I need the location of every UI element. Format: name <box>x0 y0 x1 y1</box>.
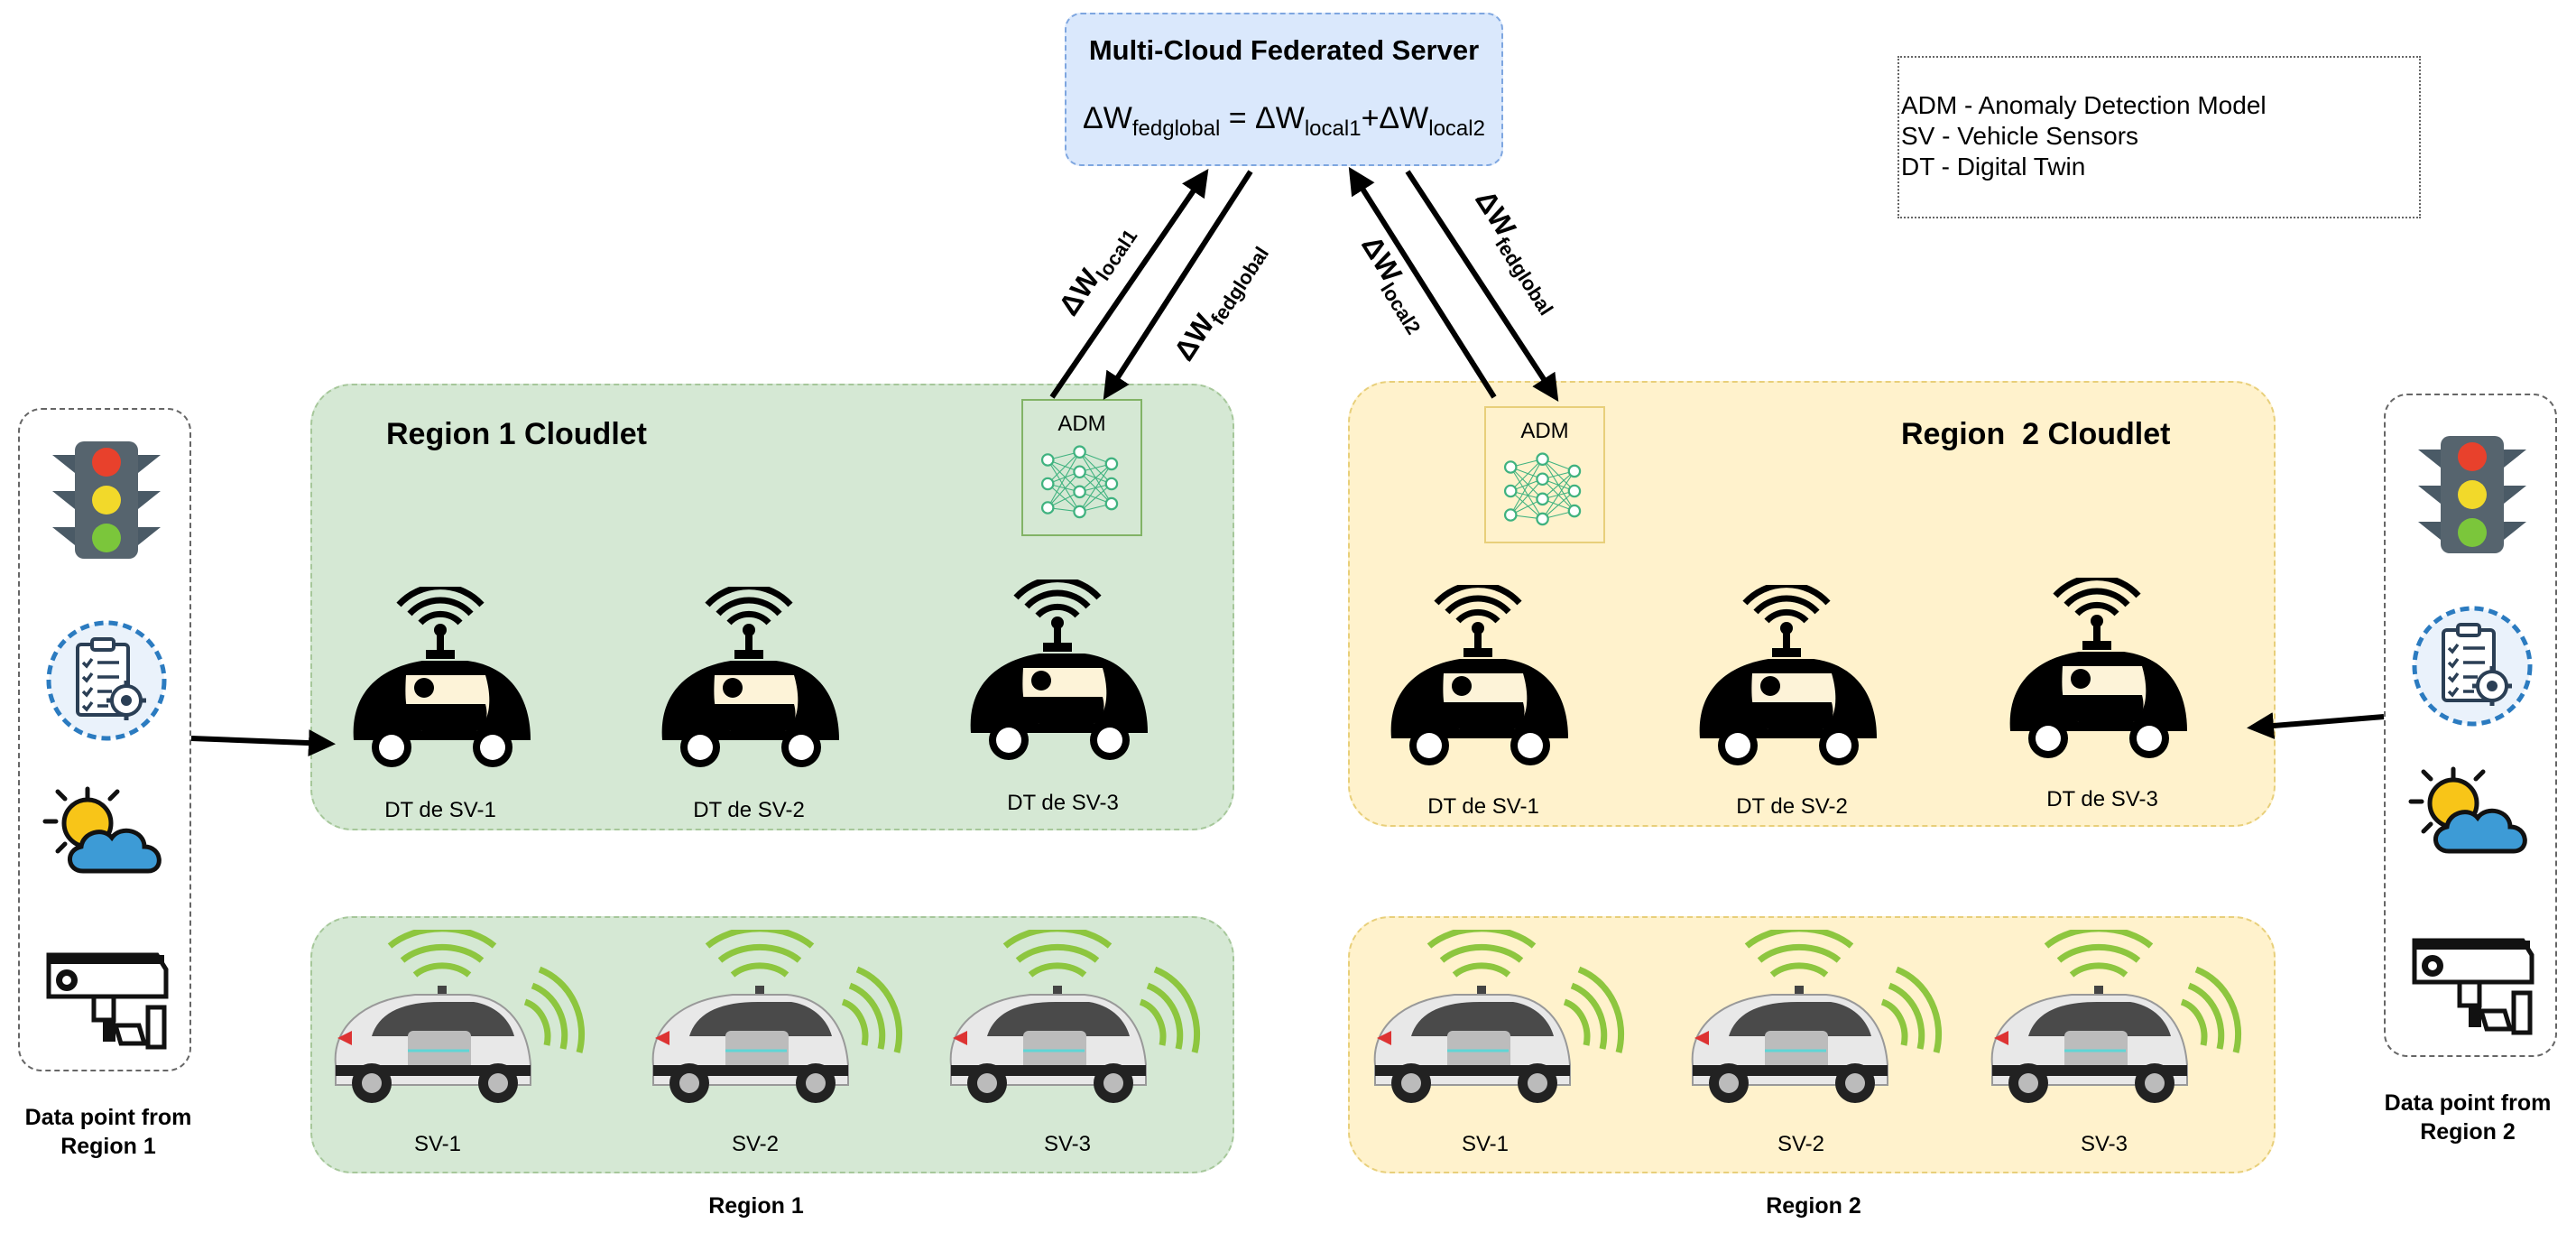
sv-label: SV-2 <box>731 1132 780 1156</box>
sv-label: SV-1 <box>1461 1132 1510 1156</box>
region2-label: Region 2 <box>1766 1193 1861 1219</box>
data-point-line2: Region 2 <box>2420 1119 2516 1145</box>
sv-label: SV-1 <box>413 1132 462 1156</box>
sv-label: SV-2 <box>1777 1132 1825 1156</box>
arrow-r1-up <box>1049 169 1209 399</box>
arrow-label-r1-up: ΔWlocal1 <box>1052 217 1141 324</box>
dt-label: DT de SV-2 <box>1736 794 1848 819</box>
arrow-region2-in <box>2247 712 2385 739</box>
legend-adm: ADM - Anomaly Detection Model <box>1901 91 2267 119</box>
region1-data-point-label: Data point from Region 1 <box>0 1103 217 1161</box>
data-point-line2: Region 1 <box>60 1134 156 1159</box>
arrow-label-r1-down: ΔWfedglobal <box>1168 235 1273 370</box>
region2-adm-label: ADM <box>1520 419 1569 443</box>
dt-label: DT de SV-1 <box>1427 794 1539 819</box>
region2-adm: ADM <box>1484 406 1605 543</box>
federated-server: Multi-Cloud Federated Server ΔWfedglobal… <box>1065 13 1503 166</box>
sv-label: SV-3 <box>2080 1132 2128 1156</box>
server-title: Multi-Cloud Federated Server <box>1088 34 1480 66</box>
region1-data-sources <box>18 408 191 1071</box>
region2-data-point-label: Data point from Region 2 <box>2359 1089 2576 1146</box>
data-point-line1: Data point from <box>2384 1090 2552 1116</box>
legend-sv: SV - Vehicle Sensors <box>1901 122 2139 150</box>
arrow-region1-in <box>190 729 336 757</box>
region1-cloudlet-title: Region 1 Cloudlet <box>386 417 647 451</box>
legend-dt: DT - Digital Twin <box>1901 153 2086 181</box>
legend: ADM - Anomaly Detection Model SV - Vehic… <box>1897 56 2421 218</box>
region1-adm-label: ADM <box>1057 412 1106 436</box>
dt-label: DT de SV-2 <box>693 798 805 822</box>
arrow-r2-up <box>1348 166 1497 399</box>
sv-label: SV-3 <box>1043 1132 1092 1156</box>
arrow-r2-down <box>1405 170 1559 403</box>
dt-label: DT de SV-3 <box>2046 787 2158 811</box>
region1-adm: ADM <box>1021 399 1142 536</box>
arrow-label-r2-down: ΔWfedglobal <box>1464 184 1570 320</box>
data-point-line1: Data point from <box>24 1105 192 1130</box>
arrow-r1-down <box>1103 170 1253 401</box>
region2-cloudlet-title: Region 2 Cloudlet <box>1901 417 2171 451</box>
region1-label: Region 1 <box>708 1193 804 1219</box>
region2-data-sources <box>2384 394 2557 1057</box>
server-formula: ΔWfedglobal = ΔWlocal1+ΔWlocal2 <box>1083 101 1485 141</box>
dt-label: DT de SV-1 <box>384 798 496 822</box>
dt-label: DT de SV-3 <box>1007 791 1119 815</box>
